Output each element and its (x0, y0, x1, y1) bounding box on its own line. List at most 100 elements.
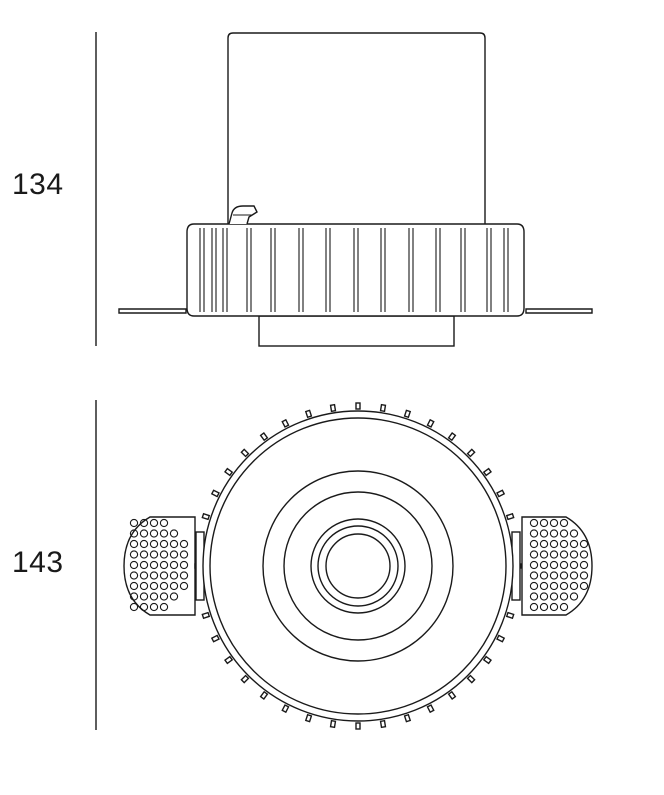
vent-hole (159, 602, 169, 612)
vent-hole (139, 529, 149, 538)
vent-hole (529, 550, 539, 559)
vent-hole (139, 581, 149, 591)
tooth (210, 634, 220, 643)
vent-hole (139, 550, 149, 559)
tooth (201, 512, 211, 521)
vent-hole (129, 529, 139, 538)
vent-hole (169, 581, 179, 591)
vent-hole (179, 550, 189, 559)
tooth (355, 722, 361, 730)
vent-hole (569, 560, 579, 570)
vent-hole (539, 560, 549, 570)
tooth (482, 655, 492, 665)
vent-hole (569, 529, 579, 538)
tooth (201, 611, 211, 620)
vent-hole (539, 571, 549, 580)
tooth (466, 674, 476, 684)
tooth (355, 402, 361, 410)
vent-hole (179, 560, 189, 570)
vent-hole (569, 571, 579, 580)
vent-hole (559, 529, 569, 538)
vent-hole (579, 571, 589, 580)
vent-hole (559, 602, 569, 612)
vent-hole (149, 539, 159, 549)
lens-ring-outer (310, 518, 406, 614)
vent-hole (179, 539, 189, 549)
vent-hole (549, 539, 559, 549)
tooth (505, 611, 515, 620)
tooth (403, 713, 412, 723)
tooth (447, 432, 457, 442)
vent-hole (539, 581, 549, 591)
mounting-spring-left (118, 308, 187, 314)
bottom-trim (258, 315, 455, 347)
lens-ring-mid (317, 525, 399, 607)
vent-hole (159, 539, 169, 549)
vent-hole (129, 571, 139, 580)
vent-hole (559, 550, 569, 559)
plan-view (123, 402, 593, 730)
tooth (505, 512, 515, 521)
heat-sink-ribs (199, 228, 509, 312)
vent-hole (529, 560, 539, 570)
vent-hole (149, 571, 159, 580)
vent-hole (149, 592, 159, 601)
diameter-dimension-label: 143 (12, 546, 64, 579)
vent-hole (579, 550, 589, 559)
vent-hole (549, 592, 559, 601)
vent-hole (559, 581, 569, 591)
tooth (304, 713, 313, 723)
height-dimension-label: 134 (12, 168, 64, 201)
tooth (466, 448, 476, 458)
vent-hole (179, 581, 189, 591)
tooth (259, 690, 269, 700)
lens (325, 533, 391, 599)
tooth (329, 403, 337, 413)
vent-hole (569, 550, 579, 559)
vent-hole (129, 539, 139, 549)
mounting-spring-right (525, 308, 593, 314)
vent-hole (549, 550, 559, 559)
tooth (379, 719, 387, 729)
tooth (281, 704, 290, 714)
tooth (403, 409, 412, 419)
tooth (281, 418, 290, 428)
vent-hole (529, 529, 539, 538)
spring-clip-left-holes (129, 518, 189, 612)
perimeter-teeth (194, 402, 522, 730)
tooth (426, 704, 435, 714)
vent-hole (529, 581, 539, 591)
vent-hole (559, 539, 569, 549)
vent-hole (529, 571, 539, 580)
vent-hole (159, 592, 169, 601)
vent-hole (579, 539, 589, 549)
vent-hole (549, 581, 559, 591)
vent-hole (149, 560, 159, 570)
vent-hole (559, 592, 569, 601)
vent-hole (169, 550, 179, 559)
vent-hole (559, 571, 569, 580)
tooth (224, 467, 234, 477)
vent-hole (529, 602, 539, 612)
vent-hole (559, 518, 569, 528)
vent-hole (549, 529, 559, 538)
spring-clip-right (521, 516, 593, 616)
vent-hole (149, 529, 159, 538)
vent-hole (549, 571, 559, 580)
tooth (329, 719, 337, 729)
vent-hole (159, 518, 169, 528)
tooth (210, 489, 220, 498)
outer-ring (202, 410, 514, 722)
driver-housing (227, 32, 486, 226)
vent-hole (129, 592, 139, 601)
vent-hole (159, 529, 169, 538)
vent-hole (539, 518, 549, 528)
vent-hole (129, 602, 139, 612)
vent-hole (579, 581, 589, 591)
vent-hole (129, 550, 139, 559)
reflector-outer (262, 470, 454, 662)
vent-hole (139, 592, 149, 601)
vent-hole (569, 592, 579, 601)
vent-hole (179, 571, 189, 580)
